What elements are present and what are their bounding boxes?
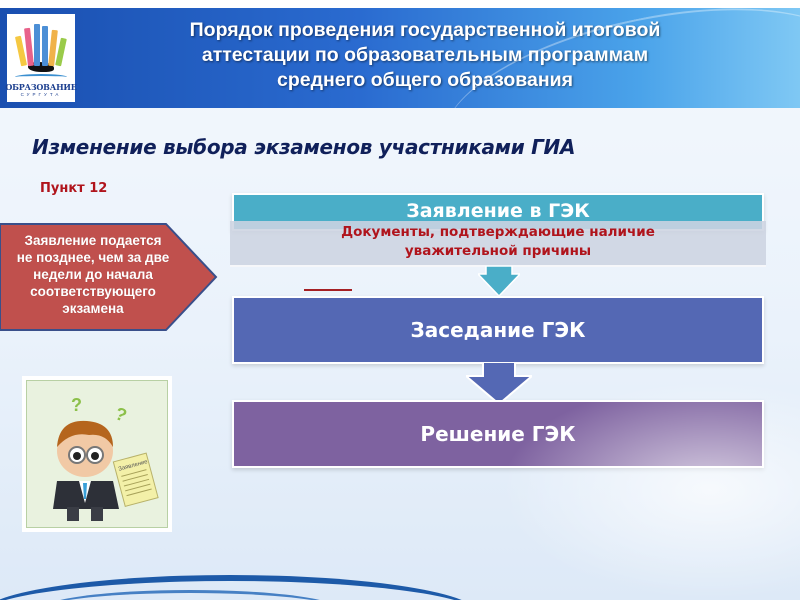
overlay-line-2: уважительной причины bbox=[404, 243, 592, 259]
open-book-icon bbox=[15, 74, 67, 80]
flow-step-meeting: Заседание ГЭК bbox=[232, 296, 764, 364]
top-strip bbox=[0, 0, 800, 8]
punkt-label: Пункт 12 bbox=[40, 181, 108, 196]
decorative-swoosh bbox=[0, 575, 480, 600]
background-glow bbox=[500, 380, 800, 600]
animal-silhouette-icon bbox=[28, 62, 54, 72]
deadline-note-text: Заявление подается не позднее, чем за дв… bbox=[16, 233, 170, 316]
logo: ОБРАЗОВАНИЕ СУРГУТА bbox=[5, 14, 77, 102]
pentagon-arrow-shape bbox=[0, 223, 218, 331]
svg-text:?: ? bbox=[112, 403, 129, 426]
logo-subtext: СУРГУТА bbox=[20, 92, 62, 97]
confused-student-with-application-icon: ? ? Заявление bbox=[22, 376, 172, 532]
books-with-animal-logo-icon bbox=[14, 22, 67, 67]
decorative-red-line bbox=[304, 289, 352, 291]
slide-subtitle: Изменение выбора экзаменов участниками Г… bbox=[32, 135, 576, 159]
slide-header: ОБРАЗОВАНИЕ СУРГУТА Порядок проведения г… bbox=[0, 8, 800, 108]
arrow-down-icon bbox=[478, 266, 520, 296]
student-illustration: ? ? Заявление bbox=[53, 395, 159, 521]
documents-overlay: Документы, подтверждающие наличие уважит… bbox=[230, 221, 766, 267]
logo-text: ОБРАЗОВАНИЕ bbox=[5, 82, 77, 92]
svg-text:?: ? bbox=[71, 395, 82, 415]
title-line-3: среднего общего образования bbox=[276, 69, 574, 91]
title-line-2: аттестации по образовательным программам bbox=[201, 44, 649, 66]
decorative-swoosh-secondary bbox=[40, 590, 340, 600]
overlay-line-1: Документы, подтверждающие наличие bbox=[341, 224, 655, 240]
title-line-1: Порядок проведения государственной итого… bbox=[189, 19, 661, 41]
page-title: Порядок проведения государственной итого… bbox=[150, 18, 700, 93]
deadline-note: Заявление подается не позднее, чем за дв… bbox=[0, 222, 220, 332]
